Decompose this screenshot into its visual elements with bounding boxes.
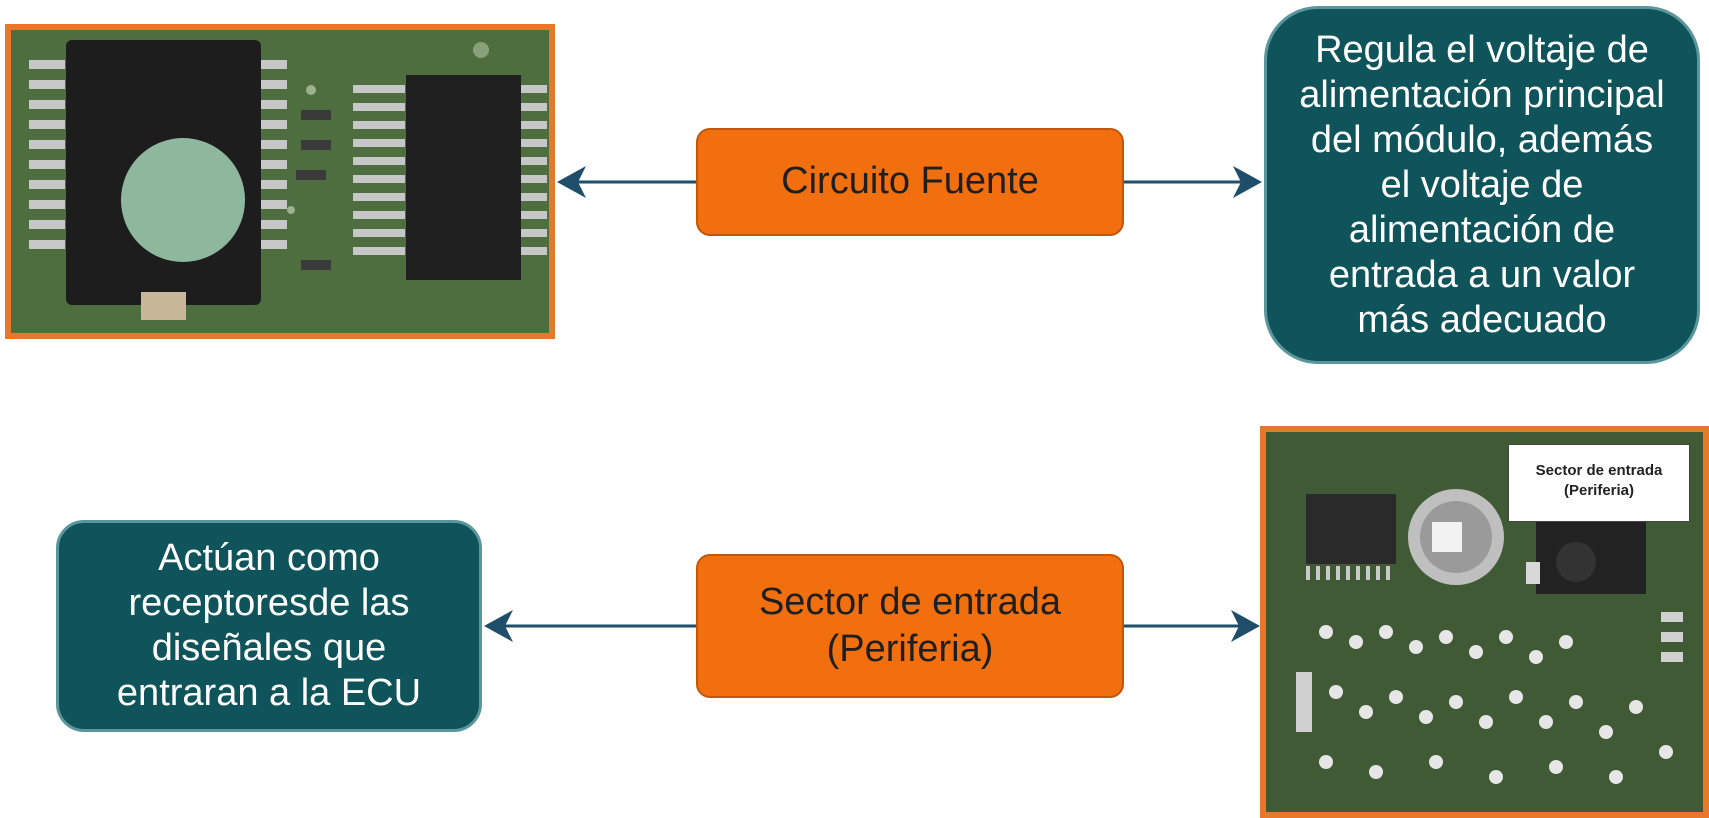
description-line: receptoresde las [128, 582, 410, 624]
arrowhead-left-icon [557, 166, 586, 198]
power-circuit-label: Circuito Fuente [781, 160, 1039, 203]
description-line: Actúan como [158, 537, 380, 579]
power-circuit-box: Circuito Fuente [696, 128, 1124, 236]
arrowhead-right-icon [1231, 610, 1260, 642]
description-line: más adecuado [1357, 298, 1607, 341]
description-line: alimentación de [1348, 208, 1616, 251]
description-line: entrada a un valor [1328, 253, 1636, 296]
arrowhead-right-icon [1233, 166, 1262, 198]
input-sector-description: Actúan como receptoresde las diseñales q… [56, 520, 482, 732]
power-circuit-description: Regula el voltaje de alimentación princi… [1264, 6, 1700, 364]
power-circuit-photo [5, 24, 555, 339]
arrowhead-left-icon [484, 610, 513, 642]
description-line: diseñales que [151, 627, 387, 669]
input-sector-box: Sector de entrada (Periferia) [696, 554, 1124, 698]
description-line: entraran a la ECU [116, 672, 422, 714]
photo-caption-line: (Periferia) [1563, 482, 1635, 499]
description-line: del módulo, además [1310, 118, 1654, 161]
pcb-chip-illustration [11, 30, 549, 333]
description-line: el voltaje de [1380, 163, 1584, 206]
input-sector-label: Sector de entrada [758, 580, 1062, 623]
description-line: alimentación principal [1299, 73, 1665, 116]
photo-caption-line: Sector de entrada [1535, 462, 1663, 479]
photo-caption: Sector de entrada (Periferia) [1508, 444, 1690, 522]
input-sector-label: (Periferia) [826, 628, 994, 670]
description-line: Regula el voltaje de [1315, 28, 1649, 71]
